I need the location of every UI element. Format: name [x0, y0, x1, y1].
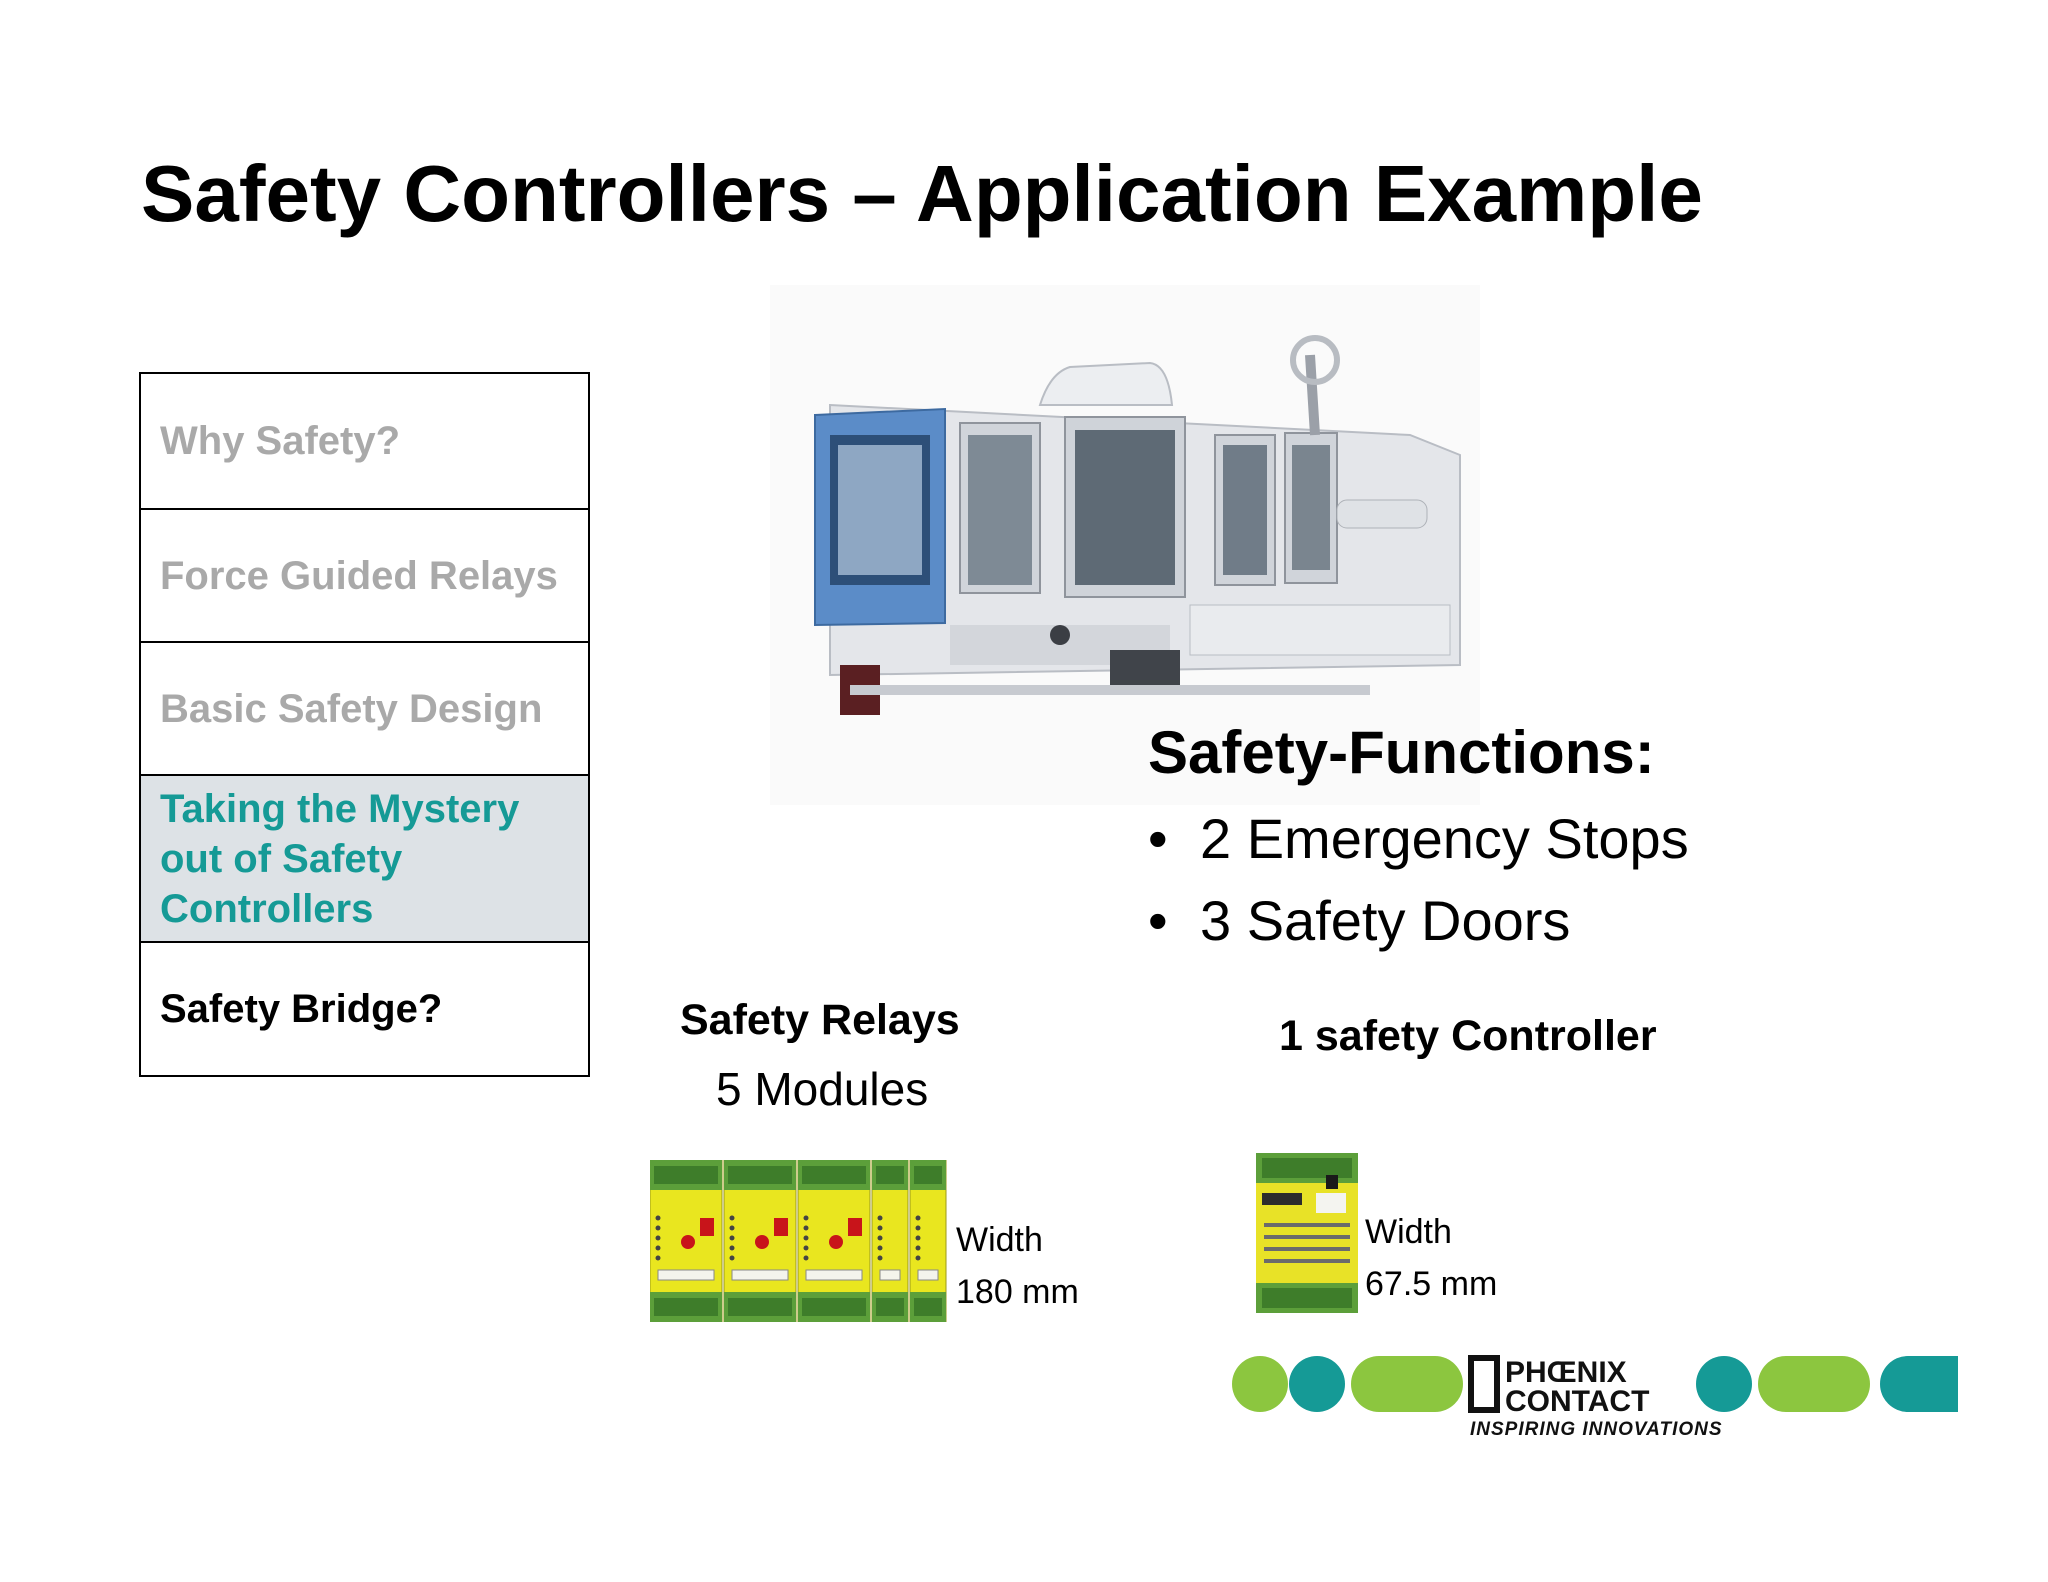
- phoenix-contact-logo: PHŒNIX CONTACT: [1232, 1355, 1958, 1418]
- nav-item-force-guided-relays[interactable]: Force Guided Relays: [139, 510, 590, 643]
- nav-item-safety-controllers[interactable]: Taking the Mystery out of Safety Control…: [139, 776, 590, 943]
- nav-item-safety-bridge[interactable]: Safety Bridge?: [139, 943, 590, 1077]
- bullet-emergency-stops: • 2 Emergency Stops: [1148, 806, 1689, 871]
- bullet-safety-doors: • 3 Safety Doors: [1148, 888, 1570, 953]
- safety-controller-module-image: [1256, 1153, 1358, 1313]
- relay-module: [909, 1160, 947, 1322]
- nav-item-label: Force Guided Relays: [160, 553, 558, 598]
- section-navigation: Why Safety? Force Guided Relays Basic Sa…: [139, 372, 590, 1077]
- relay-module: [797, 1160, 871, 1322]
- safety-relays-width: Width 180 mm: [956, 1214, 1079, 1318]
- nav-item-label: Basic Safety Design: [160, 686, 543, 731]
- nav-item-why-safety[interactable]: Why Safety?: [139, 372, 590, 510]
- relay-module: [723, 1160, 797, 1322]
- bullet-text: 2 Emergency Stops: [1200, 807, 1689, 870]
- relay-module: [871, 1160, 909, 1322]
- safety-relays-subheading: 5 Modules: [716, 1063, 929, 1115]
- logo-text-line2: CONTACT: [1505, 1385, 1649, 1418]
- width-label: Width: [956, 1221, 1043, 1259]
- width-label: Width: [1365, 1213, 1452, 1251]
- safety-relays-heading: Safety Relays: [680, 996, 960, 1044]
- slide-title: Safety Controllers – Application Example: [141, 149, 1703, 238]
- injection-molding-machine-image: [770, 285, 1480, 805]
- nav-item-label: Why Safety?: [160, 419, 401, 463]
- logo-text-line1: PHŒNIX: [1505, 1356, 1627, 1389]
- nav-item-basic-safety-design[interactable]: Basic Safety Design: [139, 643, 590, 776]
- safety-controller-heading: 1 safety Controller: [1279, 1012, 1657, 1060]
- safety-controller-width: Width 67.5 mm: [1365, 1206, 1497, 1310]
- relay-module: [650, 1160, 723, 1322]
- nav-item-label: Taking the Mystery out of Safety Control…: [160, 786, 520, 931]
- nav-item-label: Safety Bridge?: [160, 987, 443, 1031]
- safety-functions-heading: Safety-Functions:: [1148, 719, 1655, 786]
- bullet-dot: •: [1148, 807, 1168, 870]
- width-value: 67.5 mm: [1365, 1265, 1498, 1303]
- logo-tagline: INSPIRING INNOVATIONS: [1470, 1419, 1723, 1440]
- bullet-dot: •: [1148, 889, 1168, 952]
- safety-relay-modules-image: [650, 1160, 947, 1322]
- width-value: 180 mm: [956, 1273, 1079, 1311]
- bullet-text: 3 Safety Doors: [1200, 889, 1571, 952]
